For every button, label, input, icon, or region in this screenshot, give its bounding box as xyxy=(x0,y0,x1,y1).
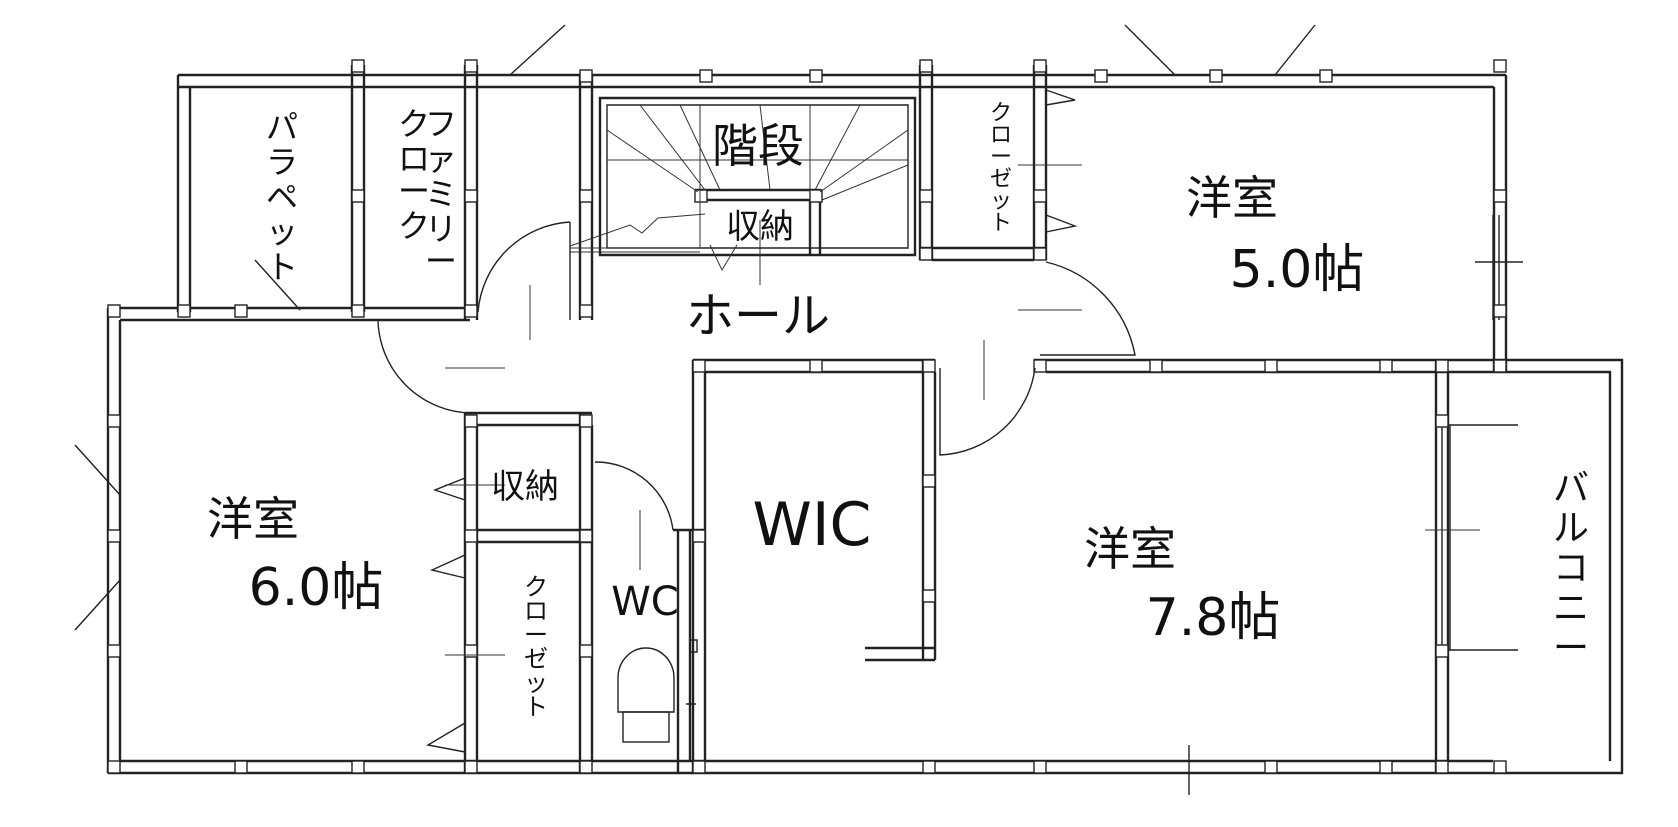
label-room-78-size: 7.8帖 xyxy=(1146,588,1281,648)
hanger-rods xyxy=(445,164,1480,656)
label-room-5-name: 洋室 xyxy=(1186,171,1278,225)
label-room-6-name: 洋室 xyxy=(207,492,299,546)
label-family-cloak: ファミリー クローク xyxy=(398,105,467,280)
label-wc: WC xyxy=(611,579,678,625)
label-room-6-size: 6.0帖 xyxy=(249,558,384,618)
walls xyxy=(106,65,1624,775)
label-closet-top: クローゼット xyxy=(990,101,1012,236)
label-storage-left: 収納 xyxy=(491,467,559,507)
label-room-78-name: 洋室 xyxy=(1084,522,1176,576)
room-labels: パラペット ファミリー クローク 階段 収納 クローゼット 洋室 5.0帖 ホー… xyxy=(207,101,1589,721)
label-balcony: バルコニー xyxy=(1553,468,1589,669)
label-wic: WIC xyxy=(753,490,872,560)
doors xyxy=(74,24,1316,795)
label-stairs: 階段 xyxy=(712,119,804,173)
toilet-icon xyxy=(617,639,698,743)
stair-treads xyxy=(569,104,909,272)
label-closet-left: クローゼット xyxy=(524,573,548,721)
label-parapet: パラペット xyxy=(266,108,298,286)
posts xyxy=(107,59,1507,774)
label-hall: ホール xyxy=(686,288,830,344)
label-hall-storage: 収納 xyxy=(726,207,794,247)
label-room-5-size: 5.0帖 xyxy=(1230,240,1365,300)
